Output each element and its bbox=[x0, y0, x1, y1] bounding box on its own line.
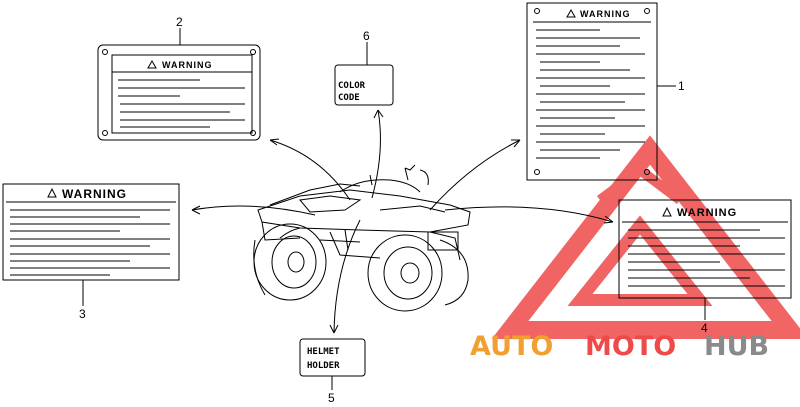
color-code-label: COLOR CODE bbox=[334, 64, 394, 106]
warning-label-3: WARNING bbox=[2, 183, 180, 281]
watermark-auto: AUTO bbox=[470, 331, 553, 362]
helmet-line1: HELMET bbox=[307, 347, 340, 357]
watermark-moto: MOTO bbox=[585, 331, 676, 362]
callout-2: 2 bbox=[176, 15, 183, 29]
label-3-warning-text: WARNING bbox=[62, 187, 127, 201]
warning-label-1: WARNING bbox=[526, 2, 658, 181]
callout-6: 6 bbox=[363, 29, 370, 43]
label-1-warning-text: WARNING bbox=[580, 9, 631, 19]
callout-3: 3 bbox=[79, 307, 86, 321]
helmet-holder-label: HELMET HOLDER bbox=[299, 338, 366, 377]
watermark-hub: HUB bbox=[704, 331, 769, 362]
watermark-logo bbox=[491, 135, 800, 339]
color-code-line1: COLOR bbox=[338, 81, 366, 91]
atv-illustration bbox=[253, 164, 471, 312]
color-code-line2: CODE bbox=[338, 93, 360, 103]
watermark-text: AUTO MOTO HUB bbox=[470, 331, 769, 362]
label-2-warning-text: WARNING bbox=[162, 60, 213, 70]
callout-5: 5 bbox=[328, 391, 335, 405]
callout-1: 1 bbox=[678, 79, 685, 93]
label-4-warning-text: WARNING bbox=[677, 207, 737, 219]
helmet-line2: HOLDER bbox=[307, 361, 340, 371]
pointer-arrows bbox=[191, 109, 614, 334]
warning-label-4: WARNING bbox=[618, 199, 792, 299]
callout-4: 4 bbox=[701, 321, 708, 335]
warning-label-2: WARNING bbox=[97, 44, 261, 141]
